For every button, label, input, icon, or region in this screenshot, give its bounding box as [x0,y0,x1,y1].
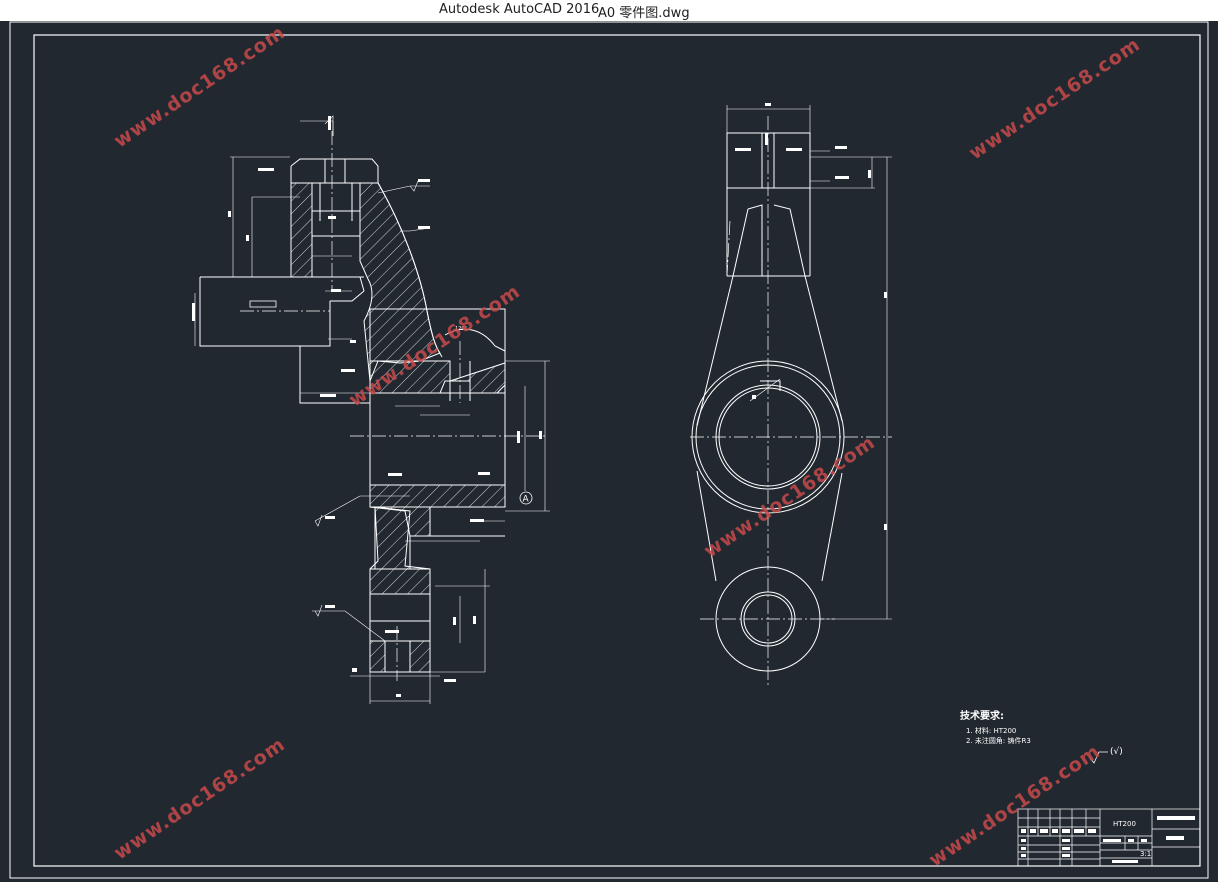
front-view [690,103,892,686]
drawing-canvas[interactable]: A 120° [0,21,1218,882]
hatch-foot-right [409,640,431,673]
datum-circle [519,491,533,505]
outer-frame [9,21,1209,879]
tech-requirement-item-2: 2. 未注圆角: 铸件R3 [966,737,1031,745]
title-block [1017,808,1201,867]
section-view: A 120° [192,115,550,704]
inner-frame [33,34,1201,867]
title-bar: Autodesk AutoCAD 2016 A0 零件图.dwg [0,0,1218,21]
angle-label: 120° [455,326,468,332]
tech-requirements-heading: 技术要求: [960,711,1004,722]
title-block-material: HT200 [1113,820,1136,828]
tech-requirement-item-1: 1. 材料: HT200 [966,727,1017,735]
hatch-foot-left [369,640,386,673]
roughness-note: (√) [1110,747,1123,757]
app-title: Autodesk AutoCAD 2016 [439,2,600,17]
title-block-scale: 3:1 [1140,850,1152,858]
cad-drawing[interactable]: A 120° [0,21,1218,882]
datum-label: A [523,495,530,505]
roughness-symbol [1089,751,1108,764]
file-title: A0 零件图.dwg [598,6,690,21]
